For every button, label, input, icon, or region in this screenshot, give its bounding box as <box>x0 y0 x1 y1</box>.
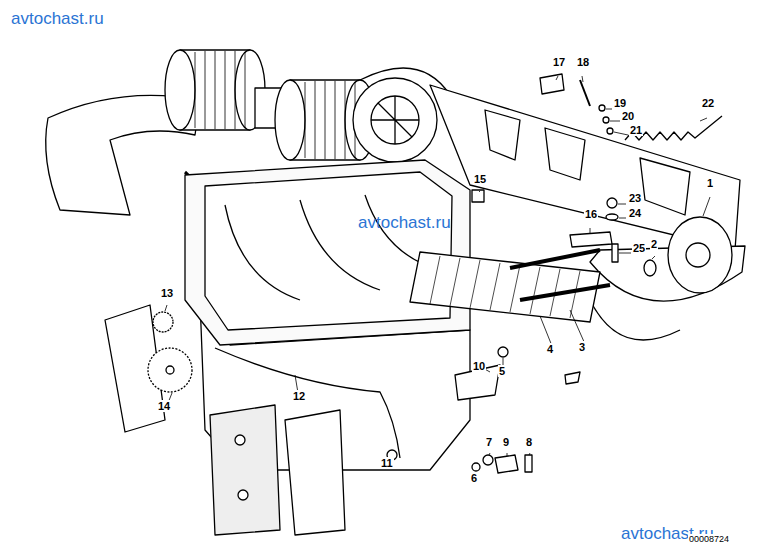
fins <box>430 256 580 318</box>
callout-number: 10 <box>472 360 486 372</box>
nut-23 <box>607 198 617 208</box>
drawing-number: 00008724 <box>688 534 730 544</box>
foam-hole <box>238 490 248 500</box>
callout-number: 11 <box>380 457 394 469</box>
baffles <box>485 110 690 215</box>
right-trough <box>590 300 680 340</box>
callout-number: 14 <box>157 400 171 412</box>
callout-number: 23 <box>628 192 642 204</box>
screw-18 <box>580 80 590 106</box>
nut-6 <box>472 463 480 471</box>
clamp-9 <box>495 455 518 473</box>
grommet-15 <box>472 190 484 202</box>
pipes <box>510 250 610 300</box>
washer-24 <box>606 214 618 220</box>
volute-ring <box>353 78 437 162</box>
callout-number: 18 <box>576 56 590 68</box>
blower-assembly <box>165 50 450 162</box>
cradles <box>225 195 440 300</box>
callout-number: 4 <box>546 343 554 355</box>
callout-number: 6 <box>470 472 478 484</box>
callout-number: 8 <box>525 436 533 448</box>
nut-7 <box>483 455 493 465</box>
volute-spokes <box>371 96 419 144</box>
core <box>410 252 600 322</box>
gasket <box>285 410 345 535</box>
leader-line <box>165 76 710 473</box>
wheel-blades <box>305 81 355 159</box>
callout-number: 2 <box>650 238 658 250</box>
watermark: avtochast.ru <box>357 213 452 232</box>
callout-number: 19 <box>613 97 627 109</box>
callout-number: 12 <box>292 390 306 402</box>
callout-number: 17 <box>552 56 566 68</box>
gear-hub <box>166 366 174 374</box>
bolt-25 <box>612 244 618 262</box>
small-parts <box>472 74 732 293</box>
rod-22 <box>625 116 722 140</box>
callout-number: 7 <box>485 436 493 448</box>
wheel-blades <box>195 51 245 129</box>
part-19 <box>599 105 605 111</box>
foam-hole <box>235 435 245 445</box>
gear-14 <box>148 348 192 392</box>
callout-number: 13 <box>160 287 174 299</box>
gear-13 <box>153 312 173 332</box>
cover-1 <box>668 217 732 293</box>
frame-opening <box>205 172 452 330</box>
foam-block <box>210 405 280 535</box>
callout-number: 22 <box>701 97 715 109</box>
callout-number: 21 <box>629 124 643 136</box>
part-21 <box>607 128 613 134</box>
callout-number: 9 <box>502 436 510 448</box>
heat-exchanger <box>410 250 610 322</box>
callout-number: 3 <box>578 341 586 353</box>
cover-1-hub <box>686 243 710 267</box>
clip-17 <box>540 74 564 94</box>
bracket-16 <box>570 232 612 247</box>
clip <box>565 372 580 384</box>
bolt-8 <box>525 455 532 472</box>
watermark: avtochast.ru <box>10 9 105 28</box>
callout-number: 15 <box>473 173 487 185</box>
ring-2 <box>644 260 656 276</box>
mid-wheel-end <box>275 80 305 160</box>
callout-number: 16 <box>584 208 598 220</box>
callout-number: 24 <box>628 207 642 219</box>
callout-number: 5 <box>498 365 506 377</box>
volute-hub <box>371 96 419 144</box>
front-parts <box>105 305 580 535</box>
clip-5 <box>498 347 508 357</box>
part-20 <box>603 117 609 123</box>
callout-number: 20 <box>621 110 635 122</box>
callout-number: 1 <box>706 177 714 189</box>
callout-number: 25 <box>632 242 646 254</box>
leader-lines <box>165 76 710 473</box>
left-wheel-end <box>165 50 195 130</box>
